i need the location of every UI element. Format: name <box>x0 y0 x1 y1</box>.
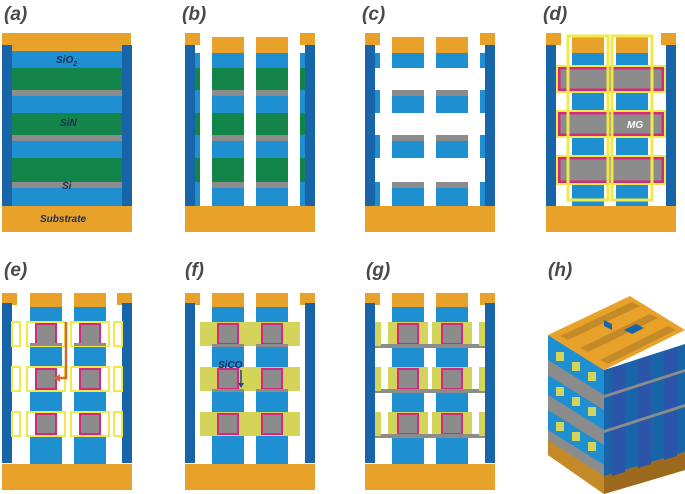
panel-label-c: (c) <box>362 4 385 25</box>
panel-label-a: (a) <box>4 4 27 25</box>
panel-g: (g) <box>365 260 495 490</box>
panel-label-d: (d) <box>543 4 567 25</box>
panel-label-e: (e) <box>4 260 27 281</box>
panel-label-h: (h) <box>548 260 572 281</box>
svg-text:SiO2: SiO2 <box>56 55 77 68</box>
label-mg: MG <box>627 120 643 131</box>
panel-c: (c) <box>362 4 495 232</box>
panel-label-g: (g) <box>366 260 390 281</box>
etch-arrow-icon <box>58 322 68 380</box>
label-substrate: Substrate <box>40 214 87 225</box>
panel-b: (b) <box>182 4 315 232</box>
panel-label-b: (b) <box>182 4 206 25</box>
label-si: Si <box>62 181 72 192</box>
panel-f: (f) SiCO <box>185 260 315 490</box>
panel-h: (h) <box>548 260 685 494</box>
label-sin: SiN <box>60 118 77 129</box>
panel-d: (d) MG <box>543 4 676 232</box>
label-sico: SiCO <box>218 360 243 371</box>
label-sio2: SiO <box>56 55 73 66</box>
panel-e: (e) <box>2 260 132 490</box>
label-sio2-sub: 2 <box>72 61 77 68</box>
panel-label-f: (f) <box>185 260 204 281</box>
panel-a: (a) SiO2 SiN Si Substrate <box>2 4 132 232</box>
